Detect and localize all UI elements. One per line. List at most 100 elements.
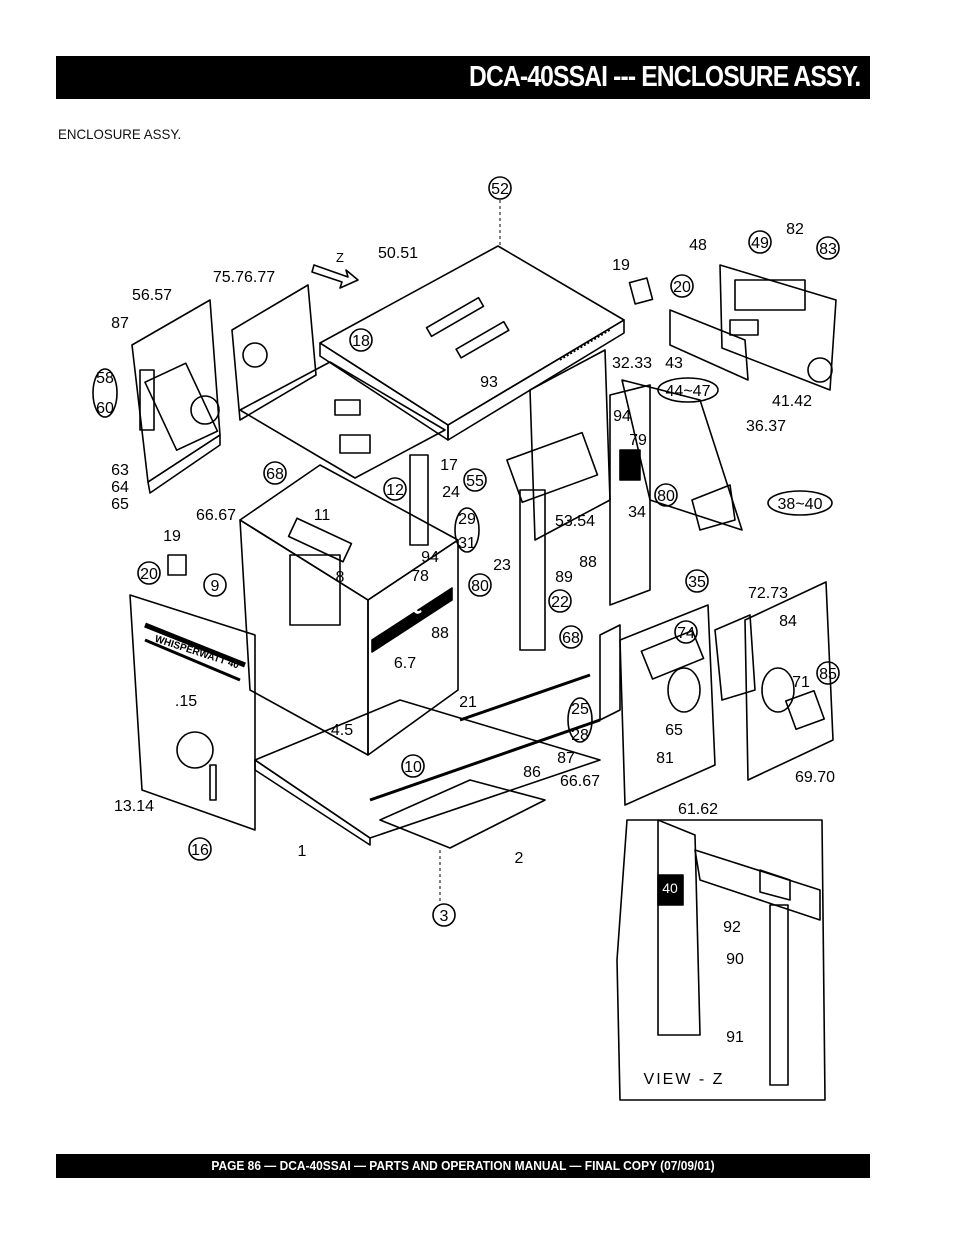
view-z-label: VIEW - Z <box>644 1071 725 1088</box>
main-enclosure-box <box>239 464 459 756</box>
right-side-door <box>714 581 834 781</box>
panel-model-text: 40 <box>662 880 678 896</box>
callout-20b: 20 <box>140 566 158 583</box>
callout-6-7: 6.7 <box>394 655 416 672</box>
bottom-plate <box>379 779 546 849</box>
section-subtitle: ENCLOSURE ASSY. <box>58 126 182 142</box>
callout-13-14: 13.14 <box>114 798 154 815</box>
insulation-panel <box>231 284 317 421</box>
callout-2: 2 <box>515 850 524 867</box>
left-front-panel <box>129 594 256 831</box>
callout-66-67b: 66.67 <box>560 773 600 790</box>
callout-68: 68 <box>266 466 284 483</box>
small-panel-top <box>628 277 654 305</box>
callout-92: 92 <box>723 919 741 936</box>
callout-19: 19 <box>612 257 630 274</box>
callout-21: 21 <box>459 694 477 711</box>
callout-78: 78 <box>411 568 429 585</box>
callout-91: 91 <box>726 1029 744 1046</box>
callout-41-42: 41.42 <box>772 393 812 410</box>
callout-81: 81 <box>656 750 674 767</box>
callout-17: 17 <box>440 457 458 474</box>
callout-43: 43 <box>665 355 683 372</box>
callout-20: 20 <box>673 279 691 296</box>
callout-25: 25 <box>571 701 589 718</box>
callout-23: 23 <box>493 557 511 574</box>
callout-61-62: 61.62 <box>678 801 718 818</box>
callout-93: 93 <box>480 374 498 391</box>
callout-10: 10 <box>404 759 422 776</box>
callout-55: 55 <box>466 473 484 490</box>
callout-9: 9 <box>211 578 220 595</box>
callout-63: 63 <box>111 462 129 479</box>
mq-logo-text: MQ <box>383 589 426 628</box>
callout-72-73: 72.73 <box>748 585 788 602</box>
callout-22: 22 <box>551 594 569 611</box>
top-right-door <box>669 264 837 391</box>
top-frame <box>239 361 446 479</box>
right-front-door <box>599 604 716 806</box>
callout-52: 52 <box>491 181 509 198</box>
title-bar: DCA-40SSAI --- ENCLOSURE ASSY. <box>56 56 870 99</box>
callout-65b: 65 <box>665 722 683 739</box>
callout-94b: 94 <box>421 549 439 566</box>
callout-69-70: 69.70 <box>795 769 835 786</box>
rear-door <box>609 379 743 606</box>
callout-83: 83 <box>819 241 837 258</box>
callout-75-76-77: 75.76.77 <box>213 269 275 286</box>
callout-84: 84 <box>779 613 797 630</box>
callout-28: 28 <box>571 727 589 744</box>
callout-60: 60 <box>96 400 114 417</box>
callout-16: 16 <box>191 842 209 859</box>
left-side-door <box>131 299 221 494</box>
callout-35: 35 <box>688 574 706 591</box>
callout-87b: 87 <box>557 750 575 767</box>
callout-85: 85 <box>819 666 837 683</box>
footer-text: PAGE 86 — DCA-40SSAI — PARTS AND OPERATI… <box>211 1158 715 1173</box>
callout-90: 90 <box>726 951 744 968</box>
callout-86: 86 <box>523 764 541 781</box>
roof-panel <box>319 245 625 441</box>
callout-32-33: 32.33 <box>612 355 652 372</box>
callout-29: 29 <box>458 511 476 528</box>
callout-3: 3 <box>440 908 449 925</box>
callout-66-67: 66.67 <box>196 507 236 524</box>
callout-88: 88 <box>579 554 597 571</box>
callout-34: 34 <box>628 504 646 521</box>
callout-12: 12 <box>386 482 404 499</box>
callout-18: 18 <box>352 333 370 350</box>
whisperwatt-panel-text: WHISPERWATT 40 <box>153 634 240 672</box>
base-frame <box>254 673 601 846</box>
callout-31: 31 <box>458 535 476 552</box>
small-panel-left <box>167 554 187 576</box>
callout-48: 48 <box>689 237 707 254</box>
callout-24: 24 <box>442 484 460 501</box>
callout-1: 1 <box>298 843 307 860</box>
callout-49: 49 <box>751 235 769 252</box>
callout-89: 89 <box>555 569 573 586</box>
callout-71: 71 <box>792 674 810 691</box>
callout-11: 11 <box>314 507 331 524</box>
callout-56-57: 56.57 <box>132 287 172 304</box>
callout-4-5: 4.5 <box>331 722 353 739</box>
callout-44-47: 44~47 <box>666 383 711 400</box>
callout-94: 94 <box>613 408 631 425</box>
callout-82: 82 <box>786 221 804 238</box>
callout-53-54: 53.54 <box>555 513 595 530</box>
callout-50-51: 50.51 <box>378 245 418 262</box>
callout-68b: 68 <box>562 630 580 647</box>
z-arrow-label: Z <box>336 250 344 265</box>
page-title: DCA-40SSAI --- ENCLOSURE ASSY. <box>468 61 861 93</box>
callout-65: 65 <box>111 496 129 513</box>
callout-36-37: 36.37 <box>746 418 786 435</box>
callout-15: .15 <box>175 693 197 710</box>
callout-79: 79 <box>629 432 647 449</box>
callout-80: 80 <box>657 488 675 505</box>
footer-bar: PAGE 86 — DCA-40SSAI — PARTS AND OPERATI… <box>56 1154 870 1178</box>
callout-87: 87 <box>111 315 129 332</box>
view-z-box <box>616 819 826 1101</box>
callout-8: 8 <box>336 569 345 586</box>
callout-19b: 19 <box>163 528 181 545</box>
callout-64: 64 <box>111 479 129 496</box>
